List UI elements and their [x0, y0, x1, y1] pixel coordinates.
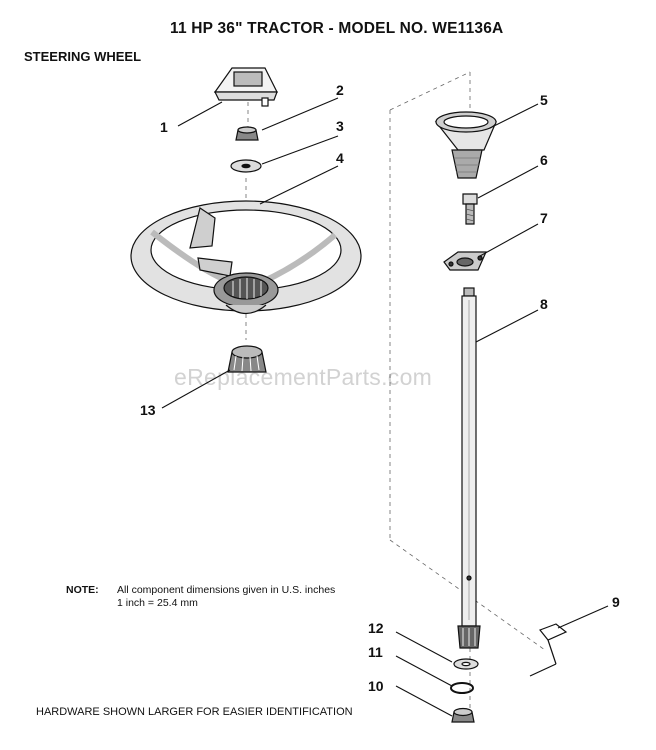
part-12-washer — [453, 658, 479, 670]
callout-1: 1 — [160, 119, 168, 135]
callout-2: 2 — [336, 82, 344, 98]
part-6-bolt — [462, 193, 478, 225]
part-7-bearing — [443, 251, 487, 271]
callout-10: 10 — [368, 678, 384, 694]
part-3-washer — [230, 159, 262, 173]
callout-12: 12 — [368, 620, 384, 636]
part-13-adapter — [227, 345, 267, 373]
callout-7: 7 — [540, 210, 548, 226]
note-line-2: 1 inch = 25.4 mm — [117, 597, 198, 609]
page-title: 11 HP 36" TRACTOR - MODEL NO. WE1136A — [170, 20, 504, 37]
callout-9: 9 — [612, 594, 620, 610]
callout-6: 6 — [540, 152, 548, 168]
callout-8: 8 — [540, 296, 548, 312]
part-2-nut — [235, 126, 259, 141]
note-line-1: All component dimensions given in U.S. i… — [117, 584, 336, 596]
callout-13: 13 — [140, 402, 156, 418]
part-8-shaft — [457, 287, 481, 649]
part-1-cap — [213, 67, 278, 107]
callout-4: 4 — [336, 150, 344, 166]
part-4-steering-wheel — [130, 200, 362, 315]
section-title: STEERING WHEEL — [24, 49, 142, 64]
callout-3: 3 — [336, 118, 344, 134]
part-5-boot — [434, 111, 497, 179]
note-label: NOTE: — [66, 584, 99, 596]
callout-11: 11 — [368, 644, 383, 660]
part-10-nut — [451, 707, 475, 723]
part-11-ring — [450, 682, 474, 694]
callout-5: 5 — [540, 92, 548, 108]
part-9-pin — [529, 623, 568, 677]
footer-text: HARDWARE SHOWN LARGER FOR EASIER IDENTIF… — [36, 706, 353, 718]
